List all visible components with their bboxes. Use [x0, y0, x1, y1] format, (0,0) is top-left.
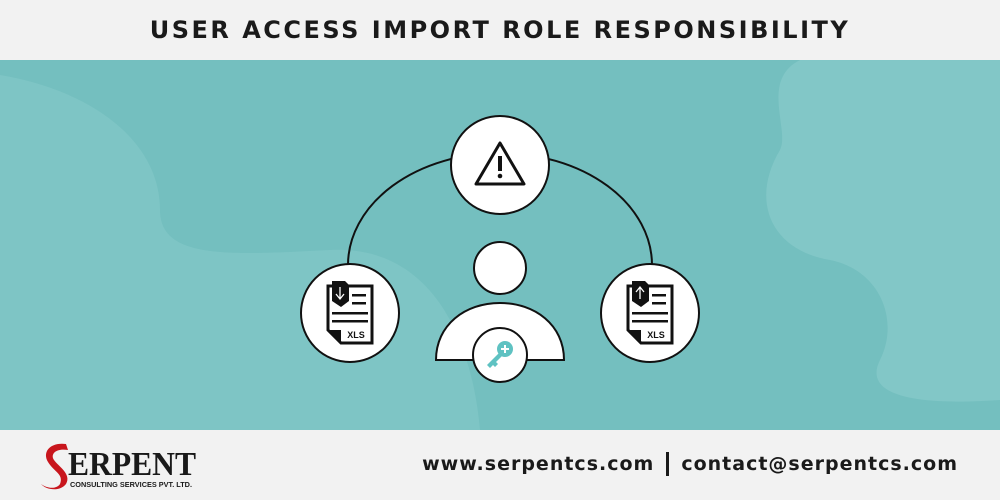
bg-blob-right	[766, 60, 1000, 402]
header: USER ACCESS IMPORT ROLE RESPONSIBILITY	[0, 0, 1000, 60]
footer: ERPENT CONSULTING SERVICES PVT. LTD. www…	[0, 430, 1000, 500]
xls-label: XLS	[647, 330, 665, 340]
xls-label: XLS	[347, 330, 365, 340]
xls-export-node: XLS	[600, 263, 700, 363]
svg-text:CONSULTING SERVICES PVT. LTD.: CONSULTING SERVICES PVT. LTD.	[70, 482, 192, 489]
divider	[666, 452, 670, 476]
key-icon	[487, 341, 513, 368]
xls-import-icon: XLS	[326, 281, 374, 345]
email-link[interactable]: contact@serpentcs.com	[681, 453, 958, 475]
xls-export-icon: XLS	[626, 281, 674, 345]
svg-text:ERPENT: ERPENT	[68, 446, 196, 483]
user-key-icon	[434, 241, 566, 383]
xls-import-node: XLS	[300, 263, 400, 363]
warning-icon	[474, 141, 526, 186]
warning-node	[450, 115, 550, 215]
page-title: USER ACCESS IMPORT ROLE RESPONSIBILITY	[149, 16, 851, 44]
website-link[interactable]: www.serpentcs.com	[422, 453, 655, 475]
contact-info: www.serpentcs.com contact@serpentcs.com	[422, 452, 958, 476]
diagram-banner: XLS XLS	[0, 60, 1000, 430]
serpent-logo[interactable]: ERPENT CONSULTING SERVICES PVT. LTD.	[38, 440, 208, 497]
